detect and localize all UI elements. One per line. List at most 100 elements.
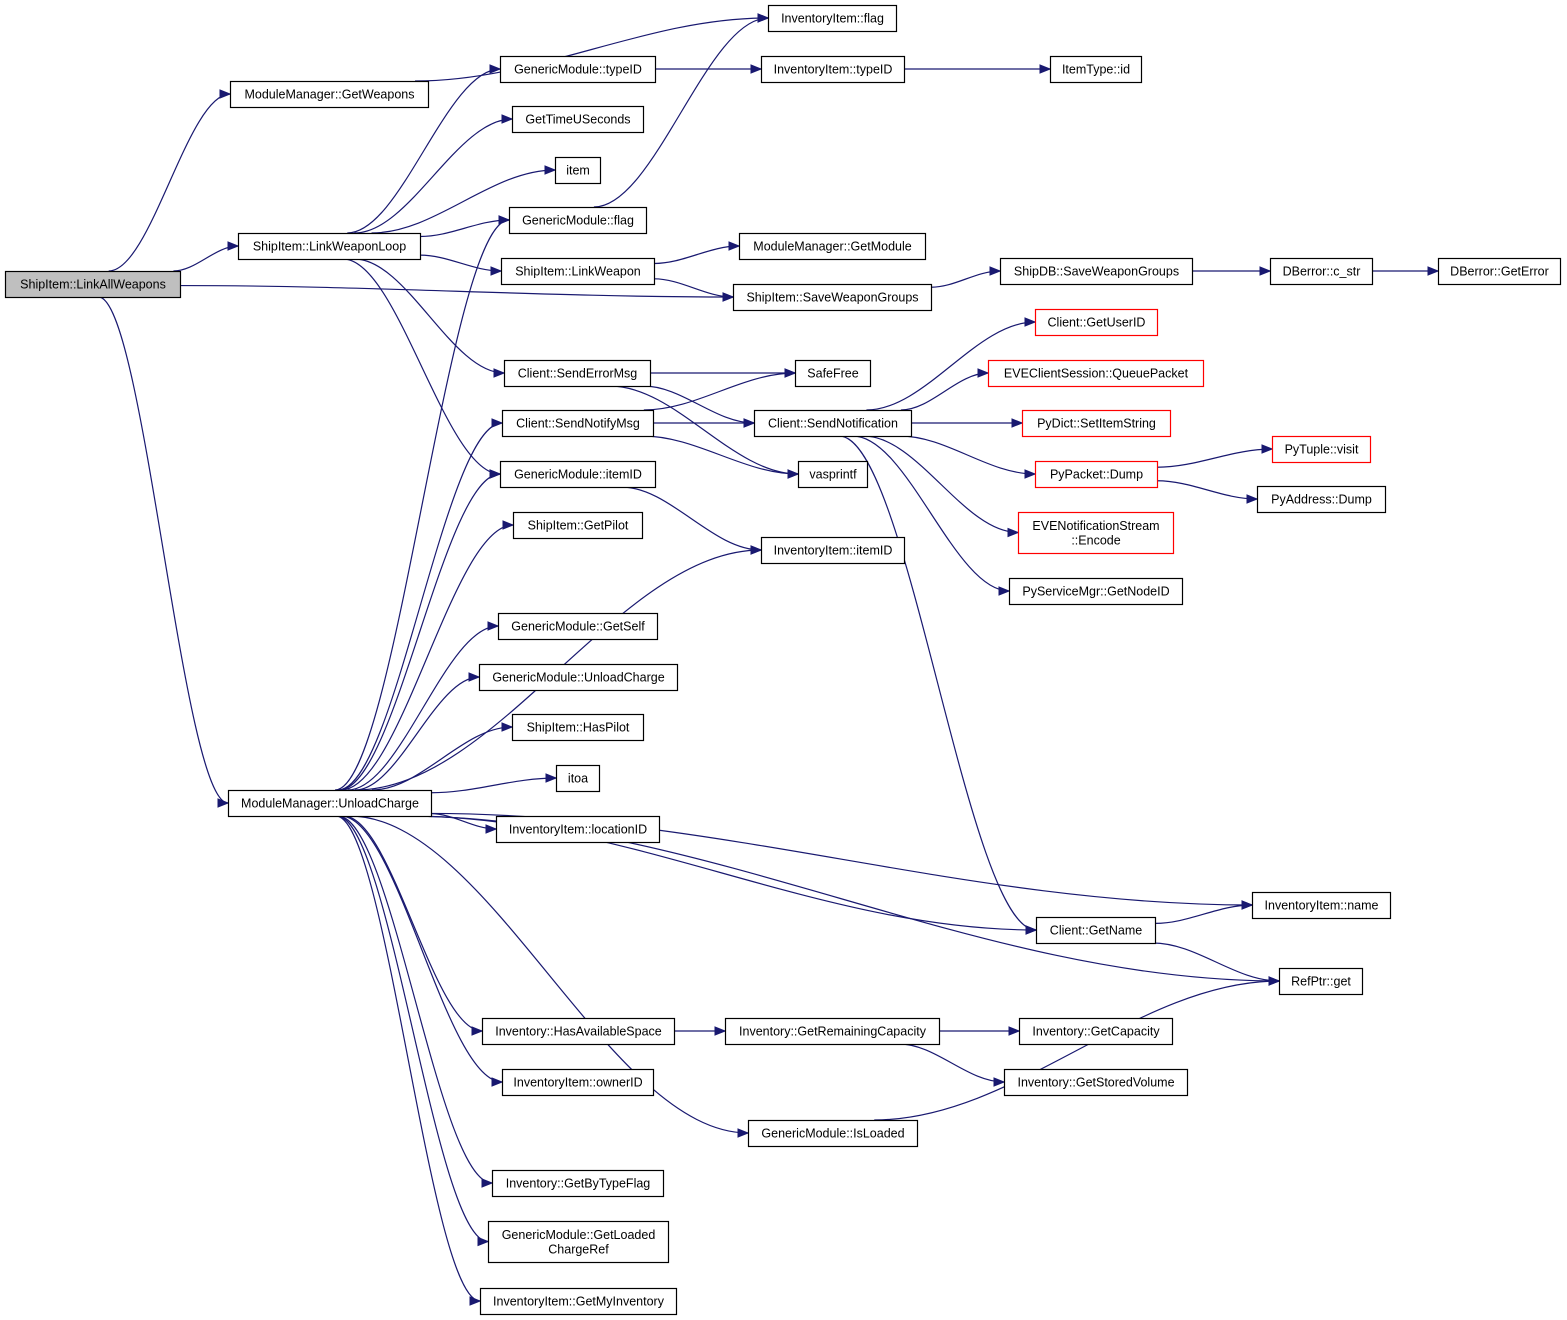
call-edge	[335, 815, 482, 1306]
node-label: Client::GetName	[1050, 924, 1142, 938]
node-box	[1008, 577, 1184, 606]
node-pydict-setitemstring[interactable]: PyDict::SetItemString	[1021, 409, 1172, 438]
node-box	[512, 511, 644, 540]
call-edge	[653, 241, 741, 265]
call-edge	[371, 165, 557, 234]
node-si-getpilot[interactable]: ShipItem::GetPilot	[512, 511, 644, 540]
edge-line	[899, 1043, 1005, 1083]
edge-line	[899, 435, 1036, 475]
edge-arrowhead	[1024, 469, 1037, 479]
node-label: EVEClientSession::QueuePacket	[1004, 367, 1189, 381]
node-dberror-cstr[interactable]: DBerror::c_str	[1269, 257, 1374, 286]
node-ii-flag[interactable]: InventoryItem::flag	[767, 4, 898, 33]
node-si-saveweapongroups[interactable]: ShipItem::SaveWeaponGroups	[732, 283, 933, 312]
node-it-id[interactable]: ItemType::id	[1049, 55, 1143, 84]
node-box	[1034, 308, 1159, 337]
node-si-haspilot[interactable]: ShipItem::HasPilot	[511, 713, 645, 742]
edge-line	[900, 372, 989, 411]
edge-line	[355, 676, 480, 791]
node-item[interactable]: item	[554, 156, 602, 185]
edge-arrowhead	[498, 215, 511, 225]
node-itoa[interactable]: itoa	[555, 764, 601, 793]
node-inv-getbytypeflag[interactable]: Inventory::GetByTypeFlag	[491, 1169, 665, 1198]
node-inv-getcapacity[interactable]: Inventory::GetCapacity	[1018, 1017, 1174, 1046]
node-box	[229, 80, 430, 109]
node-box	[481, 1017, 676, 1046]
call-edge	[839, 435, 1038, 935]
node-label: ShipItem::GetPilot	[528, 519, 629, 533]
node-label: GenericModule::GetLoaded	[502, 1228, 656, 1242]
node-ii-getmyinventory[interactable]: InventoryItem::GetMyInventory	[479, 1287, 678, 1316]
node-box	[999, 257, 1194, 286]
node-inv-getremainingcapacity[interactable]: Inventory::GetRemainingCapacity	[724, 1017, 941, 1046]
node-box	[987, 359, 1205, 388]
edge-arrowhead	[489, 64, 502, 74]
node-mm-getweapons[interactable]: ModuleManager::GetWeapons	[229, 80, 430, 109]
node-ens-encode[interactable]: EVENotificationStream::Encode	[1017, 511, 1175, 555]
node-ii-itemid[interactable]: InventoryItem::itemID	[760, 536, 906, 565]
node-ii-locationid[interactable]: InventoryItem::locationID	[495, 815, 661, 844]
node-box	[1278, 967, 1364, 996]
node-pytuple-visit[interactable]: PyTuple::visit	[1271, 435, 1372, 464]
call-edge	[911, 418, 1024, 428]
node-pyaddress-dump[interactable]: PyAddress::Dump	[1256, 485, 1387, 514]
edge-arrowhead	[217, 798, 230, 808]
node-root[interactable]: ShipItem::LinkAllWeapons	[4, 270, 182, 299]
node-label: ModuleManager::GetWeapons	[244, 88, 414, 102]
node-dberror-geterror[interactable]: DBerror::GetError	[1437, 257, 1562, 286]
edge-arrowhead	[481, 1178, 494, 1188]
edge-arrowhead	[487, 621, 500, 631]
node-gm-unloadcharge[interactable]: GenericModule::UnloadCharge	[478, 663, 679, 692]
node-psm-getnodeid[interactable]: PyServiceMgr::GetNodeID	[1008, 577, 1184, 606]
node-box	[753, 409, 913, 438]
edge-line	[419, 254, 502, 272]
edge-arrowhead	[501, 722, 514, 732]
node-label: GenericModule::itemID	[514, 468, 642, 482]
node-refptr-get[interactable]: RefPtr::get	[1278, 967, 1364, 996]
node-box	[1021, 409, 1172, 438]
node-inv-getstoredvolume[interactable]: Inventory::GetStoredVolume	[1003, 1068, 1189, 1097]
node-gettimeuseconds[interactable]: GetTimeUSeconds	[511, 105, 645, 134]
call-edge	[874, 976, 1281, 1121]
node-ii-ownerid[interactable]: InventoryItem::ownerID	[501, 1068, 655, 1097]
node-gm-typeid[interactable]: GenericModule::typeID	[499, 55, 657, 84]
node-box	[724, 1017, 941, 1046]
node-gm-itemid[interactable]: GenericModule::itemID	[499, 460, 657, 489]
call-edge	[347, 621, 500, 791]
node-mm-getmodule[interactable]: ModuleManager::GetModule	[738, 232, 927, 261]
node-label: PyPacket::Dump	[1050, 468, 1143, 482]
node-client-getname[interactable]: Client::GetName	[1035, 916, 1157, 945]
node-label: InventoryItem::ownerID	[513, 1076, 642, 1090]
node-client-sendnotifymsg[interactable]: Client::SendNotifyMsg	[501, 409, 655, 438]
node-sdb-saveweapongroups[interactable]: ShipDB::SaveWeaponGroups	[999, 257, 1194, 286]
node-safefree[interactable]: SafeFree	[794, 359, 872, 388]
node-label: DBerror::GetError	[1450, 265, 1549, 279]
node-ii-typeid[interactable]: InventoryItem::typeID	[760, 55, 906, 84]
node-ecs-queuepacket[interactable]: EVEClientSession::QueuePacket	[987, 359, 1205, 388]
node-gm-getself[interactable]: GenericModule::GetSelf	[497, 612, 659, 641]
node-pypacket-dump[interactable]: PyPacket::Dump	[1034, 460, 1159, 489]
edge-line	[1152, 942, 1280, 982]
node-ii-name[interactable]: InventoryItem::name	[1251, 891, 1392, 920]
node-client-getuserid[interactable]: Client::GetUserID	[1034, 308, 1159, 337]
node-vasprintf[interactable]: vasprintf	[797, 460, 869, 489]
node-label: ShipDB::SaveWeaponGroups	[1014, 265, 1179, 279]
node-client-sendnotification[interactable]: Client::SendNotification	[753, 409, 913, 438]
node-box	[511, 105, 645, 134]
node-mm-unloadcharge[interactable]: ModuleManager::UnloadCharge	[227, 789, 433, 818]
node-si-linkweapon[interactable]: ShipItem::LinkWeapon	[500, 257, 656, 286]
node-client-senderrormsg[interactable]: Client::SendErrorMsg	[503, 359, 652, 388]
node-inv-hasavailablespace[interactable]: Inventory::HasAvailableSpace	[481, 1017, 676, 1046]
node-box	[479, 1287, 678, 1316]
node-gm-flag[interactable]: GenericModule::flag	[508, 206, 648, 235]
call-edge	[674, 1026, 727, 1036]
edge-line	[371, 726, 513, 791]
node-box	[500, 257, 656, 286]
node-gm-isloaded[interactable]: GenericModule::IsLoaded	[747, 1119, 919, 1148]
node-label: GenericModule::GetSelf	[511, 620, 645, 634]
edge-arrowhead	[545, 773, 558, 783]
call-edge	[930, 266, 1002, 288]
node-si-linkweaponloop[interactable]: ShipItem::LinkWeaponLoop	[237, 232, 422, 261]
node-label: GenericModule::IsLoaded	[761, 1127, 904, 1141]
